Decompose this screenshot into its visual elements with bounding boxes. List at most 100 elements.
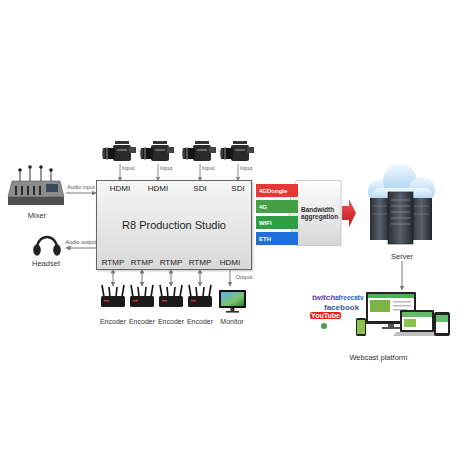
monitor-base — [226, 311, 239, 313]
mic-stand — [20, 171, 21, 181]
signal-label: Input — [202, 165, 214, 171]
mixer-symbol — [8, 165, 64, 205]
input-arrow — [200, 164, 201, 181]
encoder-device — [130, 285, 154, 307]
port-label: SDI — [186, 182, 214, 195]
mixer-fader — [33, 186, 35, 195]
phone-screen — [357, 320, 365, 334]
headset-band — [37, 237, 57, 248]
web-line — [393, 301, 411, 303]
server-slot — [391, 206, 410, 207]
mixer-fader — [21, 186, 23, 195]
web-image — [436, 315, 448, 322]
node-text: 4GDongle — [259, 188, 287, 194]
phone-frame — [356, 318, 366, 336]
laptop-base — [393, 332, 441, 336]
mic-head — [49, 168, 53, 172]
connector-line — [230, 269, 231, 286]
server-slot — [391, 212, 410, 213]
mic-head — [39, 165, 43, 169]
logo-text: afreecatv — [335, 294, 364, 301]
server-symbol — [368, 164, 435, 244]
tablet-frame — [434, 312, 450, 336]
port-label: RTMP — [157, 256, 185, 269]
web-header — [402, 312, 432, 317]
mixer-node: Mixer — [8, 176, 66, 220]
headset-symbol — [33, 237, 61, 256]
node-text: Monitor — [220, 318, 243, 326]
mixer-display — [46, 184, 58, 192]
logo-text: YouTube — [310, 312, 341, 319]
server-slot — [391, 218, 410, 219]
mixer-panel — [8, 181, 64, 197]
edge-label: Output — [236, 274, 253, 280]
web-header — [368, 294, 414, 298]
camera — [140, 141, 174, 161]
connector-line — [171, 269, 172, 286]
headset-cup — [33, 244, 41, 256]
mixer-front — [8, 197, 64, 205]
connector-line — [402, 261, 403, 290]
node-text: Encoder — [129, 318, 155, 326]
monitor-symbol — [219, 290, 246, 313]
cameras — [102, 141, 254, 181]
node-text: RTMP — [102, 258, 125, 267]
encoder-node: Encoder — [185, 286, 215, 326]
web-image — [404, 319, 416, 327]
web-line — [393, 305, 411, 307]
encoder-node: Encoder — [156, 286, 186, 326]
node-text: HDMI — [220, 258, 240, 267]
process-box: R8 Production StudioHDMIHDMISDISDIRTMPRT… — [96, 180, 252, 270]
input-arrow — [158, 164, 159, 181]
server-slot — [414, 214, 429, 215]
node-text: Mixer — [28, 212, 46, 220]
mic-stand — [30, 168, 31, 181]
desktop-base — [382, 327, 400, 329]
encoder-node: Encoder — [98, 286, 128, 326]
signal-label: Input — [122, 165, 134, 171]
input-arrow — [120, 164, 121, 181]
mic-stand — [41, 168, 42, 181]
logo-text: twitch — [312, 293, 335, 302]
node-text: SDI — [193, 184, 206, 193]
node-text: Server — [391, 253, 413, 261]
camera — [102, 141, 136, 161]
port-label: RTMP — [186, 256, 214, 269]
monitor-screen — [221, 292, 244, 306]
server-node: Server — [356, 165, 448, 261]
port-label: RTMP — [128, 256, 156, 269]
network-bar: 4GDongle — [256, 184, 298, 197]
network-bar: WIFI — [256, 216, 298, 229]
headset-cup — [53, 244, 61, 256]
server-slot — [414, 206, 429, 207]
port-label: RTMP — [99, 256, 127, 269]
node-text: Encoder — [100, 318, 126, 326]
port-label: HDMI — [216, 256, 244, 269]
monitor-node: Monitor — [215, 286, 249, 326]
mic-head — [18, 168, 22, 172]
laptop-frame — [400, 310, 434, 332]
server-rack — [370, 198, 390, 240]
node-text: Headset — [32, 260, 60, 268]
camera — [220, 141, 254, 161]
mic-head — [28, 165, 32, 169]
port-label: HDMI — [144, 182, 172, 195]
node-text: SDI — [231, 184, 244, 193]
node-text: R8 Production Studio — [122, 219, 226, 231]
node-text: RTMP — [189, 258, 212, 267]
encoder-node: Encoder — [127, 286, 157, 326]
node-text: WIFI — [259, 220, 272, 226]
mic-stand — [51, 171, 52, 181]
server-rack — [411, 198, 432, 240]
encoders — [101, 285, 212, 307]
logo-text: facebook — [324, 303, 359, 312]
connector-line — [200, 269, 201, 286]
network-bar: ETH — [256, 232, 298, 245]
headset-node: Headset — [26, 228, 66, 268]
signal-label: Input — [240, 165, 252, 171]
network-bar: 4G — [256, 200, 298, 213]
node-text: 4G — [259, 204, 267, 210]
connector-line — [66, 248, 96, 249]
